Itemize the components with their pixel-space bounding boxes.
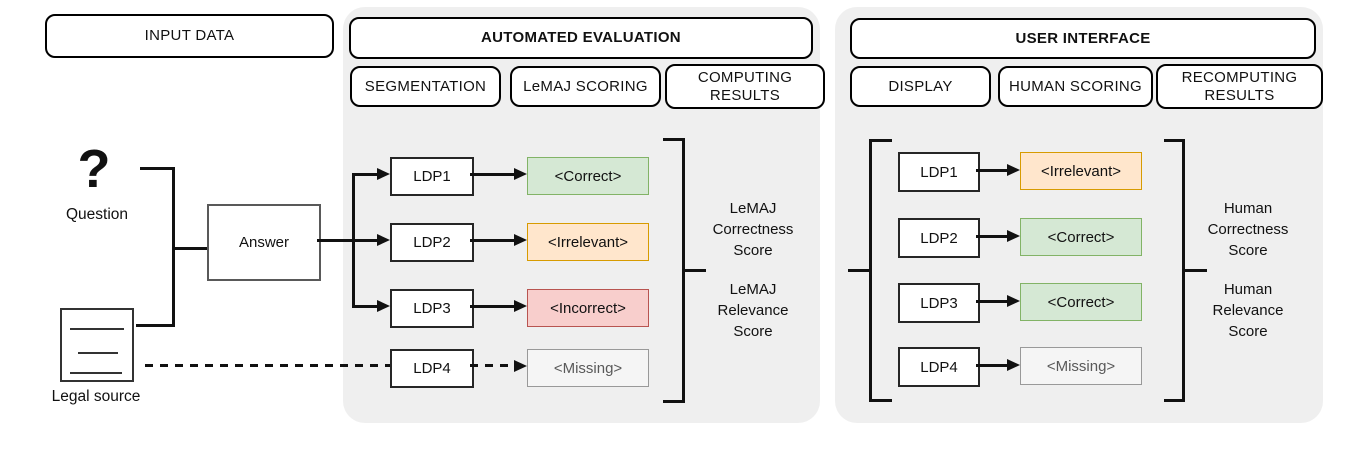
- ui-arrow4: [976, 364, 1007, 367]
- auto-ldp3-label: LDP3: [413, 300, 451, 317]
- connector-bracket-to-answer: [172, 247, 208, 250]
- question-label: Question: [65, 206, 129, 223]
- arrowhead-ldp1: [377, 168, 390, 180]
- auto-value2-label: <Irrelevant>: [547, 233, 629, 251]
- ui-ldp3-label: LDP3: [920, 294, 958, 312]
- auto-value4: <Missing>: [527, 349, 649, 387]
- connector-branch: [352, 173, 355, 307]
- ui-arrow1: [976, 169, 1007, 172]
- lemaj-correctness-score-label: LeMAJ Correctness Score: [712, 200, 794, 259]
- segmentation-step: SEGMENTATION: [350, 66, 501, 107]
- arrowhead-ldp2: [377, 234, 390, 246]
- auto-bracket-bottom-arm: [663, 400, 685, 403]
- human-scoring-step: HUMAN SCORING: [998, 66, 1153, 107]
- auto-ldp1-node: LDP1: [390, 157, 474, 196]
- auto-ldp1-label: LDP1: [413, 168, 451, 185]
- auto-arrow1: [470, 173, 514, 176]
- computing-results-step: COMPUTING RESULTS: [665, 64, 825, 109]
- connector-answer-out: [317, 239, 377, 242]
- auto-arrowhead1: [514, 168, 527, 180]
- auto-ldp3-node: LDP3: [390, 289, 474, 328]
- arrow-to-ldp1: [352, 173, 377, 176]
- arrowhead-ldp3: [377, 300, 390, 312]
- auto-value1-label: <Correct>: [554, 167, 622, 185]
- auto-value3: <Incorrect>: [527, 289, 649, 327]
- auto-value2: <Irrelevant>: [527, 223, 649, 261]
- ui-value1-label: <Irrelevant>: [1040, 162, 1122, 180]
- segmentation-label: SEGMENTATION: [364, 77, 487, 95]
- human-correctness-score-label: Human Correctness Score: [1207, 200, 1289, 259]
- user-interface-title: USER INTERFACE: [1015, 29, 1151, 47]
- document-icon: [60, 308, 134, 382]
- connector-question-arm: [140, 167, 174, 170]
- auto-value1: <Correct>: [527, 157, 649, 195]
- human-scoring-label: HUMAN SCORING: [1008, 77, 1143, 95]
- ui-arrowhead4: [1007, 359, 1020, 371]
- computing-results-label: COMPUTING RESULTS: [697, 68, 793, 104]
- ui-value2: <Correct>: [1020, 218, 1142, 256]
- ui-value1: <Irrelevant>: [1020, 152, 1142, 190]
- ui-ldp2-node: LDP2: [898, 218, 980, 258]
- auto-arrow3: [470, 305, 514, 308]
- ui-ldp2-label: LDP2: [920, 229, 958, 247]
- lemaj-scoring-label: LeMAJ SCORING: [523, 77, 648, 95]
- ui-right-bracket-mid-tick: [1182, 269, 1207, 272]
- auto-dashed-arrow4: [470, 364, 513, 367]
- auto-arrowhead2: [514, 234, 527, 246]
- ui-left-bracket-mid-tick: [848, 269, 872, 272]
- arrow-to-ldp3: [352, 305, 377, 308]
- auto-bracket-mid-tick: [682, 269, 706, 272]
- dashed-legal-to-ldp4: [145, 364, 390, 367]
- auto-ldp2-node: LDP2: [390, 223, 474, 262]
- ui-ldp4-label: LDP4: [920, 358, 958, 376]
- ui-value3: <Correct>: [1020, 283, 1142, 321]
- ui-arrow2: [976, 235, 1007, 238]
- ui-ldp4-node: LDP4: [898, 347, 980, 387]
- recomputing-results-label: RECOMPUTING RESULTS: [1181, 68, 1298, 104]
- auto-bracket-top-arm: [663, 138, 685, 141]
- ui-value4: <Missing>: [1020, 347, 1142, 385]
- ui-left-bracket-bottom-arm: [869, 399, 892, 402]
- ui-ldp1-node: LDP1: [898, 152, 980, 192]
- question-mark-icon: ?: [77, 139, 111, 199]
- ui-left-bracket-top-arm: [869, 139, 892, 142]
- automated-evaluation-header: AUTOMATED EVALUATION: [349, 17, 813, 59]
- user-interface-header: USER INTERFACE: [850, 18, 1316, 59]
- legal-source-label: Legal source: [51, 388, 141, 405]
- recomputing-results-step: RECOMPUTING RESULTS: [1156, 64, 1323, 109]
- auto-ldp2-label: LDP2: [413, 234, 451, 251]
- ui-arrowhead1: [1007, 164, 1020, 176]
- human-relevance-score-label: Human Relevance Score: [1212, 281, 1284, 340]
- ui-arrowhead3: [1007, 295, 1020, 307]
- auto-ldp4-node: LDP4: [390, 349, 474, 388]
- connector-legal-arm: [136, 324, 174, 327]
- ui-value3-label: <Correct>: [1047, 293, 1115, 311]
- ui-ldp1-label: LDP1: [920, 163, 958, 181]
- ui-arrowhead2: [1007, 230, 1020, 242]
- document-line: [78, 352, 118, 354]
- auto-arrow2: [470, 239, 514, 242]
- ui-right-bracket-bottom-arm: [1164, 399, 1185, 402]
- document-line: [70, 328, 124, 330]
- input-data-header: INPUT DATA: [45, 14, 334, 58]
- auto-arrowhead4: [514, 360, 527, 372]
- lemaj-relevance-score-label: LeMAJ Relevance Score: [717, 281, 789, 340]
- ui-value2-label: <Correct>: [1047, 228, 1115, 246]
- ui-value4-label: <Missing>: [1046, 357, 1116, 375]
- auto-arrowhead3: [514, 300, 527, 312]
- ui-arrow3: [976, 300, 1007, 303]
- answer-label: Answer: [238, 234, 290, 251]
- auto-value3-label: <Incorrect>: [550, 299, 626, 317]
- lemaj-scoring-step: LeMAJ SCORING: [510, 66, 661, 107]
- input-data-title: INPUT DATA: [144, 27, 235, 44]
- auto-value4-label: <Missing>: [553, 359, 623, 377]
- ui-right-bracket-top-arm: [1164, 139, 1185, 142]
- display-label: DISPLAY: [888, 77, 953, 95]
- auto-ldp4-label: LDP4: [413, 360, 451, 377]
- display-step: DISPLAY: [850, 66, 991, 107]
- document-line: [70, 372, 122, 374]
- ui-ldp3-node: LDP3: [898, 283, 980, 323]
- answer-node: Answer: [207, 204, 321, 281]
- automated-evaluation-title: AUTOMATED EVALUATION: [481, 29, 681, 46]
